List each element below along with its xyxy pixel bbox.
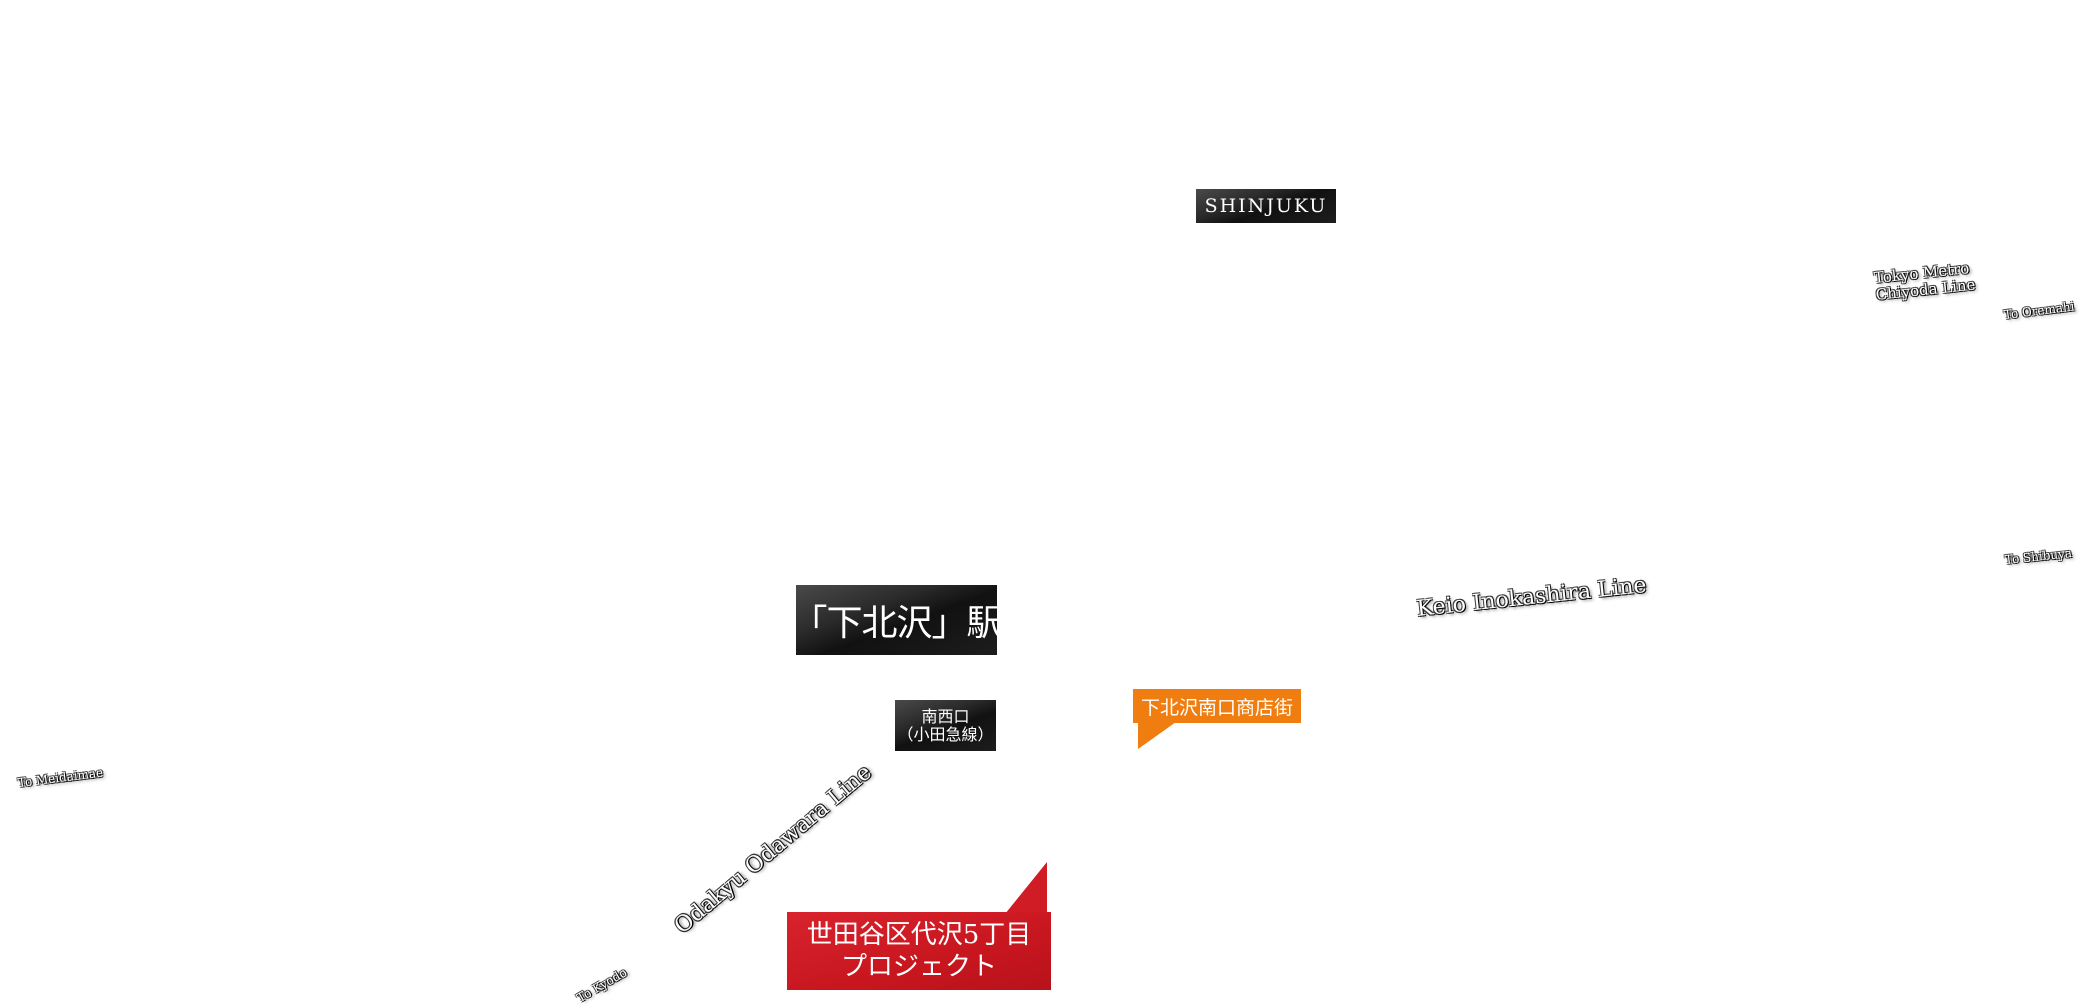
shopping-street-callout: 下北沢南口商店街 — [1133, 689, 1301, 723]
project-address-text: 世田谷区代沢5丁目 — [806, 920, 1032, 950]
shinjuku-label: SHINJUKU — [1196, 189, 1336, 223]
keio-inokashira-line-label: Keio Inokashira Line — [1415, 572, 1648, 622]
shimokitazawa-station-text: 「下北沢」駅 — [791, 603, 1003, 644]
southwest-exit-text: 南西口 — [921, 706, 970, 726]
chiyoda-line-label: Tokyo Metro Chiyoda Line — [1873, 259, 1976, 304]
southwest-exit-label: 南西口 （小田急線） — [895, 700, 996, 751]
shopping-street-text: 下北沢南口商店街 — [1140, 696, 1293, 719]
project-callout: 世田谷区代沢5丁目 プロジェクト — [787, 912, 1051, 990]
shopping-street-callout-tail — [1138, 722, 1176, 749]
shimokitazawa-station-label: 「下北沢」駅 — [792, 585, 1003, 655]
project-callout-tail — [1005, 862, 1047, 914]
direction-omotesando-label: To Oremahi — [2003, 299, 2076, 322]
project-name-text: プロジェクト — [840, 952, 997, 982]
shinjuku-text: SHINJUKU — [1204, 195, 1328, 217]
southwest-exit-line-text: （小田急線） — [897, 724, 994, 744]
direction-meidaimae-label: To Meidaimae — [17, 765, 104, 790]
direction-kyodo-label: To Kyodo — [574, 965, 630, 1006]
direction-shibuya-label: To Shibuya — [2004, 546, 2073, 567]
